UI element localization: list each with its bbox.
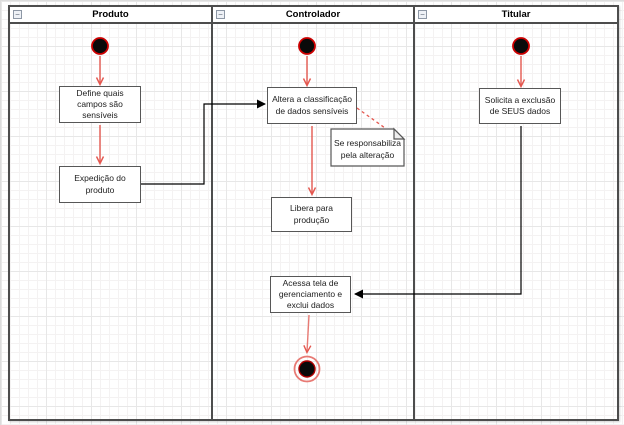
activity-define-campos[interactable]: Define quais campos são sensíveis bbox=[59, 86, 141, 123]
start-node-produto[interactable] bbox=[91, 37, 109, 55]
activity-acessa-gerenciamento[interactable]: Acessa tela de gerenciamento e exclui da… bbox=[270, 276, 351, 313]
flow-solicita-to-acessa[interactable] bbox=[354, 126, 522, 299]
lane-header-produto[interactable]: − Produto bbox=[10, 7, 211, 24]
lane-title-controlador: Controlador bbox=[285, 9, 341, 20]
flow-acessa-to-end[interactable] bbox=[303, 314, 312, 355]
lane-title-titular: Titular bbox=[501, 9, 531, 20]
start-node-controlador[interactable] bbox=[298, 37, 316, 55]
start-node-titular[interactable] bbox=[512, 37, 530, 55]
note-shape[interactable] bbox=[330, 127, 406, 167]
lane-header-controlador[interactable]: − Controlador bbox=[213, 7, 413, 24]
activity-solicita-exclusao[interactable]: Solicita a exclusão de SEUS dados bbox=[479, 88, 561, 124]
lane-produto: − Produto bbox=[10, 7, 213, 419]
collapse-icon[interactable]: − bbox=[418, 10, 427, 19]
collapse-icon[interactable]: − bbox=[216, 10, 225, 19]
pool-frame: − Produto − Controlador − Titular bbox=[8, 5, 619, 421]
lane-controlador: − Controlador bbox=[213, 7, 415, 419]
lane-title-produto: Produto bbox=[92, 9, 129, 20]
activity-libera-producao[interactable]: Libera para produção bbox=[271, 197, 352, 232]
end-node[interactable] bbox=[293, 355, 321, 383]
activity-expedicao-produto[interactable]: Expedição do produto bbox=[59, 166, 141, 203]
lane-header-titular[interactable]: − Titular bbox=[415, 7, 617, 24]
collapse-icon[interactable]: − bbox=[13, 10, 22, 19]
flow-expedicao-to-altera[interactable] bbox=[141, 99, 266, 185]
lane-titular: − Titular bbox=[415, 7, 617, 419]
activity-altera-classificacao[interactable]: Altera a classificação de dados sensívei… bbox=[267, 87, 357, 124]
